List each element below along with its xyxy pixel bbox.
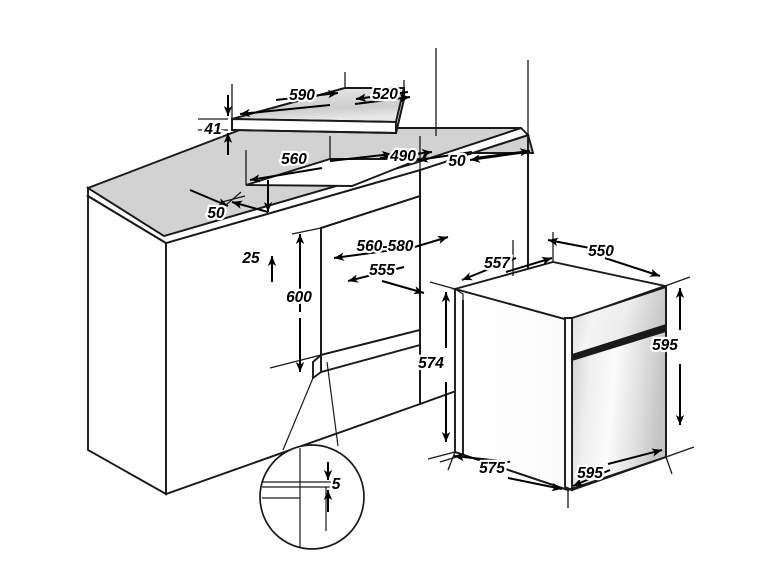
dimarrow-niche-depth-left (347, 266, 405, 283)
dimension-labels: 590 520 41 560 490 50 50 25 600 560-580 … (201, 84, 680, 496)
label-oven-front-width: 595 (577, 465, 603, 482)
label-right-clearance: 50 (448, 153, 466, 170)
ext-niche-bottom (269, 354, 322, 369)
detail-leader-line-left (282, 377, 314, 451)
label-niche-width: 560-580 (357, 238, 414, 255)
ext-oven-base-right (665, 456, 673, 475)
detail-callout-circle (259, 444, 365, 550)
dimarrow-cutout-depth-left (417, 151, 473, 163)
dimarrow-cutout-width-left (249, 167, 323, 183)
dimarrow-oven-depth-right (505, 256, 553, 273)
ext-niche-top (291, 227, 322, 235)
cutout-front-rim (245, 158, 421, 187)
dimarrow-oven-base-left (453, 452, 511, 463)
ext-oven-bot-left (427, 451, 456, 460)
label-worktop-thickness: 25 (241, 250, 260, 267)
dimarrow-hob-width-left (239, 104, 331, 118)
dimarrow-right-clear-right (474, 148, 531, 159)
dimension-arrows (189, 89, 685, 492)
leader-left-clearance (225, 191, 242, 206)
label-cutout-width: 560 (281, 151, 307, 168)
built-in-oven (451, 261, 669, 492)
ext-oven-base-left (447, 451, 456, 471)
label-hob-width: 590 (289, 87, 315, 104)
dimarrow-left-clear-in (189, 189, 229, 207)
oven-top-left-notch (454, 288, 464, 300)
oven-bottom-front-edge (567, 456, 667, 491)
detail-circle-boundary (259, 444, 365, 550)
label-cutout-depth: 490 (389, 148, 416, 165)
label-oven-body-width: 550 (588, 243, 614, 260)
dimarrow-hob-width-right (275, 89, 339, 101)
label-oven-front-height: 595 (652, 337, 678, 354)
cabinet-left-panel (87, 194, 167, 496)
dimarrow-niche-width-right (397, 235, 449, 253)
dimarrow-cutout-depth-right (379, 148, 433, 159)
detail-leader-line-right (326, 361, 339, 447)
dimarrow-oven-fwidth-left (572, 469, 611, 487)
oven-door-left-return (564, 317, 573, 492)
label-oven-body-depth: 557 (484, 255, 511, 272)
dimarrow-oven-depth-left (461, 257, 517, 281)
label-hob-thickness: 41 (203, 121, 221, 138)
label-oven-body-height: 574 (418, 355, 444, 372)
dimarrow-hob-depth-left (355, 91, 409, 102)
label-niche-depth: 555 (369, 262, 395, 279)
ext-oven-top-left (429, 281, 456, 290)
label-niche-height: 600 (286, 289, 312, 306)
ext-oven-top-right (664, 276, 691, 287)
dimarrow-left-clear-out (231, 200, 269, 213)
niche-top-depth-line (320, 195, 421, 229)
dimarrow-oven-base-right (507, 477, 563, 492)
label-base-gap: 5 (332, 476, 341, 493)
dimarrow-oven-width-right (604, 257, 661, 277)
dimarrow-niche-depth-right (381, 280, 425, 295)
label-left-clearance: 50 (207, 205, 225, 222)
dimarrow-cutout-width-right (329, 150, 393, 162)
dimarrow-oven-width-left (547, 237, 591, 249)
niche-base-plinth (312, 352, 322, 380)
dimarrow-oven-fwidth-right (607, 448, 663, 465)
ext-oven-bot-right (665, 446, 695, 458)
dimarrow-hob-depth-right (354, 94, 411, 105)
label-hob-depth: 520 (372, 86, 398, 103)
dimarrow-niche-width-left (333, 247, 409, 261)
label-oven-base-depth: 575 (479, 460, 505, 477)
